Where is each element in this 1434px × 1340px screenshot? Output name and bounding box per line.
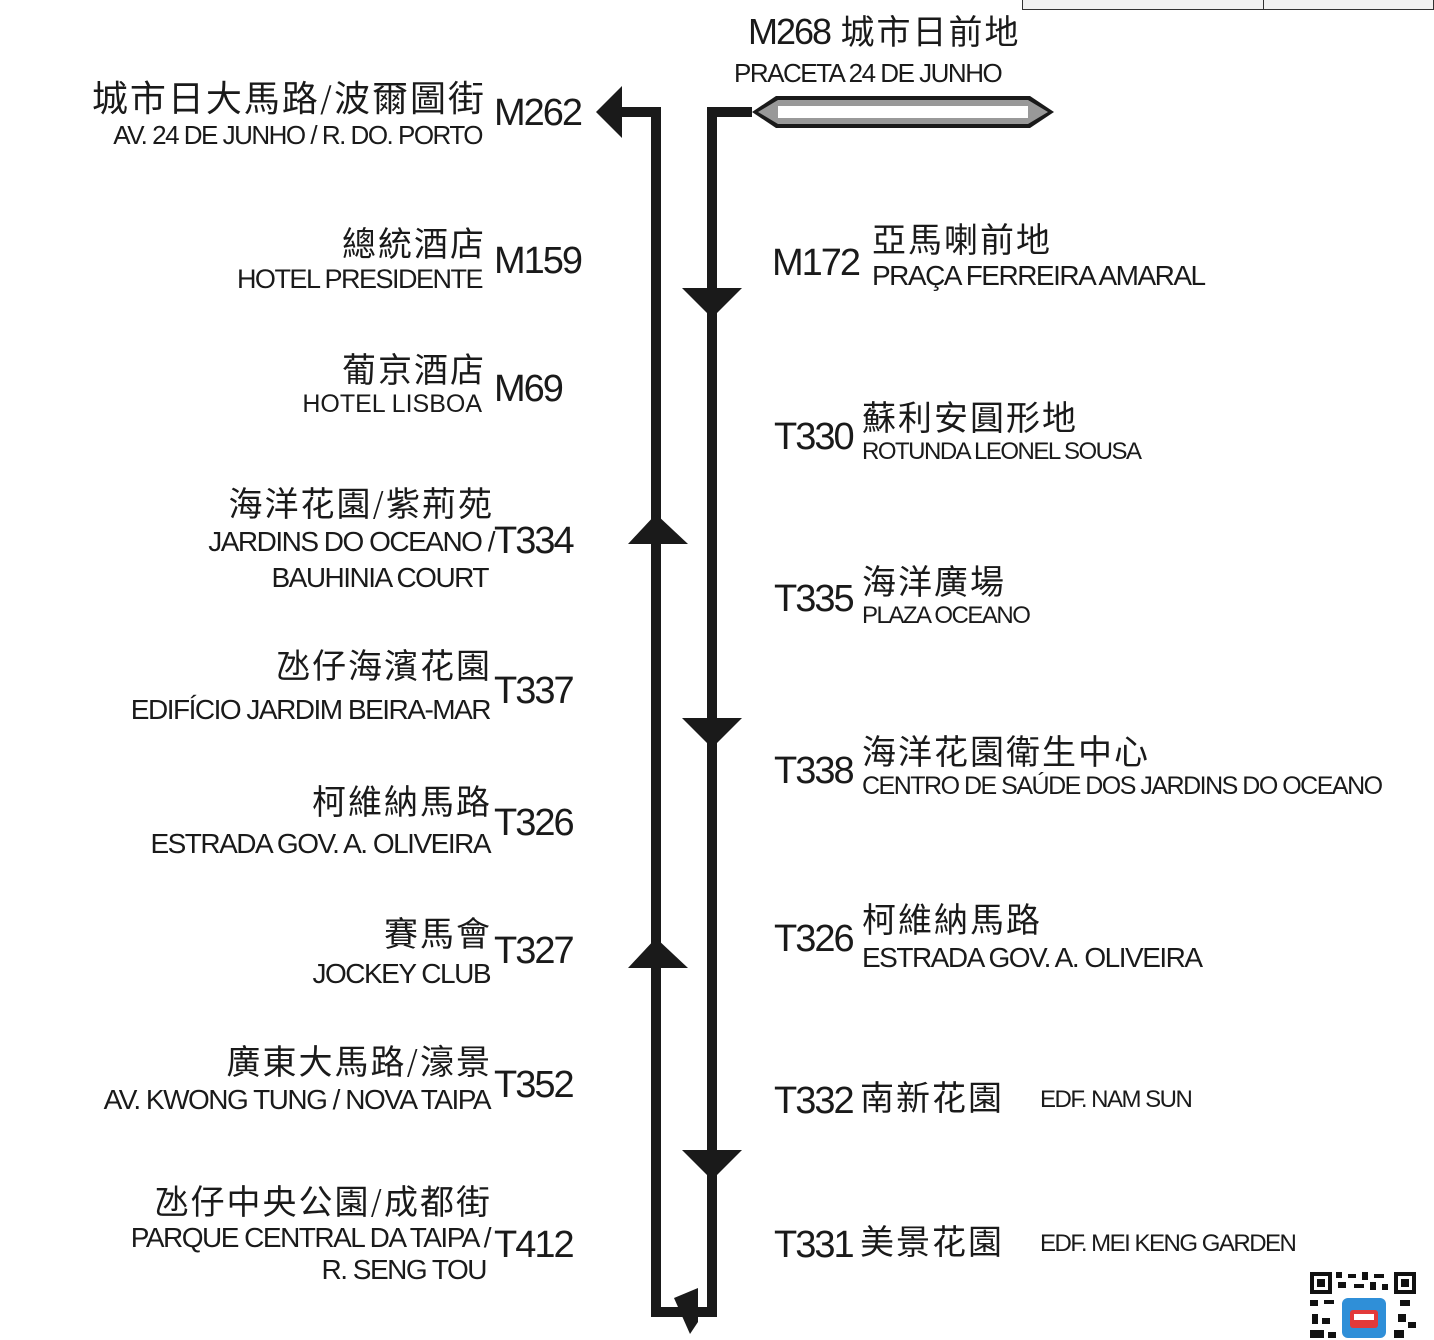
- stop-name-cn: 葡京酒店: [342, 351, 486, 391]
- stop-code: T331: [774, 1224, 855, 1266]
- stop-code: T412: [494, 1224, 575, 1266]
- arrow-icon: [628, 514, 688, 544]
- stop-name-cn: 廣東大馬路/濠景: [226, 1043, 492, 1083]
- stop-code: M69: [494, 368, 564, 410]
- stop-name-pt: PLAZA OCEANO: [862, 602, 1031, 629]
- stop-name-pt: ESTRADA GOV. A. OLIVEIRA: [862, 942, 1203, 973]
- stop-name-pt-2: R. SENG TOU: [321, 1254, 487, 1285]
- arrow-icon: [682, 288, 742, 318]
- stop-code: T335: [774, 578, 855, 620]
- stop-code: T332: [774, 1080, 855, 1122]
- stop-name-cn: 城市日前地: [840, 13, 1021, 53]
- stop-name-pt: JOCKEY CLUB: [312, 958, 492, 989]
- stop-code: T326: [774, 918, 855, 960]
- stop-name-pt: CENTRO DE SAÚDE DOS JARDINS DO OCEANO: [862, 772, 1383, 800]
- stop-name-pt: HOTEL LISBOA: [302, 390, 482, 418]
- arrow-icon: [682, 718, 742, 748]
- stop-name-cn: 海洋花園衛生中心: [862, 733, 1150, 773]
- stop-code: M159: [494, 240, 583, 282]
- stop-name-cn: 氹仔海濱花園: [276, 647, 492, 687]
- qr-code-icon[interactable]: [1308, 1270, 1418, 1340]
- arrow-icon: [628, 938, 688, 968]
- arrow-icon: [674, 1288, 698, 1334]
- stop-name-cn: 柯維納馬路: [312, 783, 492, 823]
- stop-code: T326: [494, 802, 575, 844]
- terminus-label: M268 城市日前地: [748, 11, 1021, 53]
- stop-name-pt: AV. 24 DE JUNHO / R. DO. PORTO: [113, 120, 483, 150]
- stop-code: T330: [774, 416, 855, 458]
- stop-name-pt: PRACETA 24 DE JUNHO: [734, 58, 1003, 88]
- stop-name-cn: 總統酒店: [342, 225, 486, 265]
- stop-code: M172: [772, 242, 861, 284]
- stop-name-cn: 南新花園: [860, 1079, 1004, 1119]
- stop-name-pt: ESTRADA GOV. A. OLIVEIRA: [150, 828, 491, 859]
- stop-code: T327: [494, 930, 575, 972]
- terminus-platform: [752, 96, 1054, 128]
- stop-code: M268: [748, 11, 832, 52]
- route-line-outbound: [707, 107, 752, 1298]
- stop-name-pt: EDF. MEI KENG GARDEN: [1040, 1230, 1297, 1257]
- stop-name-cn: 柯維納馬路: [862, 901, 1042, 941]
- stop-code: T352: [494, 1064, 575, 1106]
- stop-code: T338: [774, 750, 855, 792]
- route-line-inbound: [622, 107, 661, 1298]
- stop-name-pt: EDIFÍCIO JARDIM BEIRA-MAR: [130, 694, 492, 725]
- stop-name-cn: 氹仔中央公園/成都街: [154, 1183, 492, 1223]
- stop-name-cn: 亞馬喇前地: [872, 221, 1052, 261]
- stop-name-cn: 賽馬會: [384, 915, 492, 955]
- stop-name-pt: JARDINS DO OCEANO /: [208, 526, 495, 557]
- stop-name-cn: 城市日大馬路/波爾圖街: [91, 79, 486, 120]
- stop-name-cn: 海洋花園/紫荊苑: [228, 485, 494, 525]
- arrow-icon: [596, 86, 622, 138]
- stop-name-cn: 海洋廣場: [862, 563, 1006, 603]
- stop-code: M262: [494, 92, 583, 134]
- stop-name-pt: PRAÇA FERREIRA AMARAL: [872, 260, 1206, 291]
- stop-name-pt: HOTEL PRESIDENTE: [236, 264, 484, 294]
- stop-name-pt-2: BAUHINIA COURT: [271, 562, 489, 593]
- stop-name-pt: ROTUNDA LEONEL SOUSA: [862, 438, 1142, 465]
- stop-name-pt: AV. KWONG TUNG / NOVA TAIPA: [103, 1084, 492, 1115]
- arrow-icon: [682, 1150, 742, 1180]
- stop-name-cn: 蘇利安圓形地: [862, 399, 1078, 439]
- stop-name-pt: EDF. NAM SUN: [1040, 1086, 1193, 1113]
- stop-name-pt: PARQUE CENTRAL DA TAIPA /: [130, 1222, 492, 1253]
- stop-code: T334: [494, 520, 575, 562]
- stop-name-cn: 美景花園: [860, 1223, 1004, 1263]
- stop-code: T337: [494, 670, 575, 712]
